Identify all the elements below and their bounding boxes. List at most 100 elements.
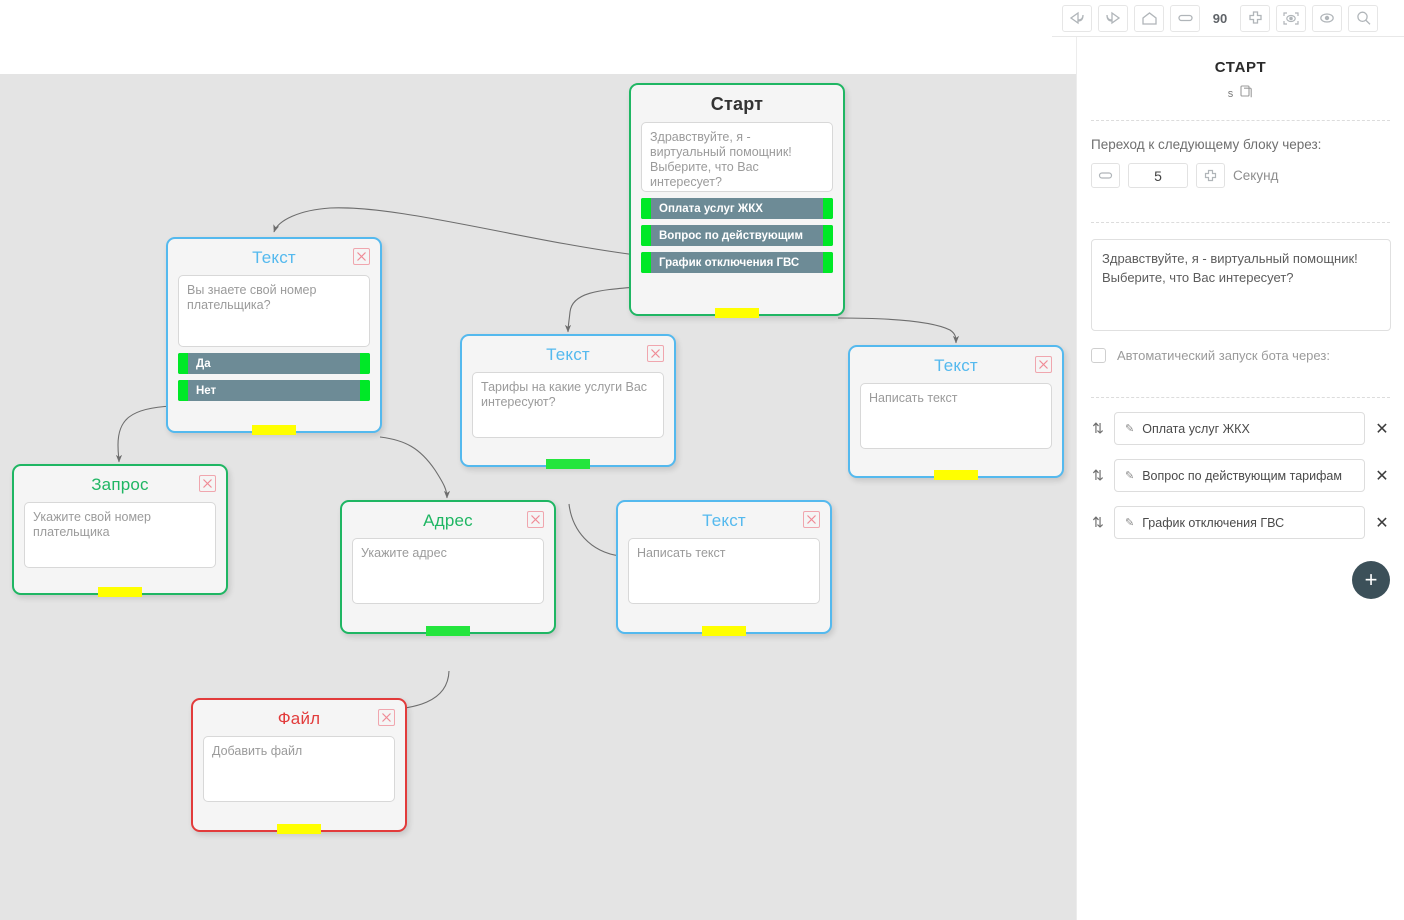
node-close-icon[interactable]: [378, 709, 395, 726]
node-text-field[interactable]: Добавить файл: [203, 736, 395, 802]
divider-1: [1091, 120, 1390, 121]
pencil-icon: ✎: [1125, 470, 1135, 482]
zoom-in-icon[interactable]: [1240, 4, 1270, 32]
node-option-button[interactable]: Да: [178, 353, 370, 374]
undo-icon[interactable]: [1062, 4, 1092, 32]
fit-to-screen-icon[interactable]: [1276, 4, 1306, 32]
divider-2: [1091, 222, 1390, 223]
node-close-icon[interactable]: [353, 248, 370, 265]
option-row: ⇅ ✎ Вопрос по действующим тарифам ✕: [1091, 459, 1390, 492]
node-option-button[interactable]: Оплата услуг ЖКХ: [641, 198, 833, 219]
panel-subtitle: s: [1091, 76, 1390, 102]
node-title: Запрос: [91, 475, 149, 494]
node-close-icon[interactable]: [647, 345, 664, 362]
node-output-port[interactable]: [934, 470, 978, 480]
node-title: Текст: [252, 248, 296, 267]
option-delete-icon[interactable]: ✕: [1375, 514, 1389, 532]
node-option-label: Оплата услуг ЖКХ: [659, 202, 763, 215]
node-output-port[interactable]: [98, 587, 142, 597]
node-output-port[interactable]: [426, 626, 470, 636]
node-title: Адрес: [423, 511, 473, 530]
node-title: Старт: [710, 94, 764, 114]
preview-eye-icon[interactable]: [1312, 4, 1342, 32]
delay-label: Переход к следующему блоку через:: [1091, 137, 1322, 152]
add-option-row: +: [1091, 539, 1390, 599]
redo-icon[interactable]: [1098, 4, 1128, 32]
node-close-icon[interactable]: [527, 511, 544, 528]
node-text-field[interactable]: Укажите свой номер плательщика: [24, 502, 216, 568]
option-label: Оплата услуг ЖКХ: [1142, 421, 1250, 436]
node-option-button[interactable]: График отключения ГВС: [641, 252, 833, 273]
zoom-level: 90: [1212, 10, 1228, 26]
option-row: ⇅ ✎ Оплата услуг ЖКХ ✕: [1091, 412, 1390, 445]
node-close-icon[interactable]: [1035, 356, 1052, 373]
node-option-button[interactable]: Нет: [178, 380, 370, 401]
divider-3: [1091, 397, 1390, 398]
option-delete-icon[interactable]: ✕: [1375, 420, 1389, 438]
node-text-field[interactable]: Написать текст: [860, 383, 1052, 449]
node-option-label: Да: [196, 357, 211, 370]
node-title: Файл: [277, 709, 321, 728]
option-label: Вопрос по действующим тарифам: [1142, 468, 1342, 483]
panel-title: СТАРТ: [1214, 59, 1267, 76]
autostart-row[interactable]: Автоматический запуск бота через:: [1091, 331, 1390, 379]
node-output-port[interactable]: [252, 425, 296, 435]
autostart-checkbox[interactable]: [1091, 348, 1106, 363]
node-close-icon[interactable]: [199, 475, 216, 492]
node-option-label: Нет: [196, 384, 217, 397]
search-icon[interactable]: [1348, 4, 1378, 32]
node-text-field[interactable]: Здравствуйте, я - виртуальный помощник! …: [641, 122, 833, 192]
canvas-top-strip: [0, 37, 1076, 74]
node-text-field[interactable]: Укажите адрес: [352, 538, 544, 604]
zoom-out-icon[interactable]: [1170, 4, 1200, 32]
node-title: Текст: [702, 511, 746, 530]
option-label: График отключения ГВС: [1142, 515, 1285, 530]
autostart-label: Автоматический запуск бота через:: [1117, 348, 1330, 363]
reorder-handle-icon[interactable]: ⇅: [1092, 420, 1104, 436]
node-option-label: График отключения ГВС: [659, 256, 800, 269]
option-delete-icon[interactable]: ✕: [1375, 467, 1389, 485]
node-title: Текст: [546, 345, 590, 364]
delay-increment-button[interactable]: [1196, 163, 1225, 188]
button-option-list: ⇅ ✎ Оплата услуг ЖКХ ✕ ⇅ ✎ Вопрос по действующ…: [1091, 412, 1390, 539]
node-output-port[interactable]: [546, 459, 590, 469]
node-text-field[interactable]: Тарифы на какие услуги Вас интересуют?: [472, 372, 664, 438]
delay-stepper: 5 Секунд: [1091, 163, 1390, 204]
flow-node-text-payer-number[interactable]: Текст Вы знаете свой номер плательщика? Да…: [166, 237, 382, 435]
node-output-port[interactable]: [715, 308, 759, 318]
node-title: Текст: [934, 356, 978, 375]
node-close-icon[interactable]: [803, 511, 820, 528]
option-input[interactable]: ✎ Вопрос по действующим тарифам: [1114, 459, 1365, 492]
delay-decrement-button[interactable]: [1091, 163, 1120, 188]
home-icon[interactable]: [1134, 4, 1164, 32]
node-text-field[interactable]: Вы знаете свой номер плательщика?: [178, 275, 370, 347]
message-textarea[interactable]: Здравствуйте, я - виртуальный помощник! …: [1091, 239, 1391, 331]
delay-value-input[interactable]: 5: [1128, 163, 1188, 188]
option-input[interactable]: ✎ График отключения ГВС: [1114, 506, 1365, 539]
node-option-button[interactable]: Вопрос по действующим: [641, 225, 833, 246]
canvas-toolbar: 90: [1052, 0, 1404, 37]
option-input[interactable]: ✎ Оплата услуг ЖКХ: [1114, 412, 1365, 445]
add-option-button[interactable]: +: [1352, 561, 1390, 599]
pencil-icon: ✎: [1125, 423, 1135, 435]
reorder-handle-icon[interactable]: ⇅: [1092, 467, 1104, 483]
node-output-port[interactable]: [277, 824, 321, 834]
panel-sub-text: s: [1227, 87, 1234, 100]
node-text-field[interactable]: Написать текст: [628, 538, 820, 604]
reorder-handle-icon[interactable]: ⇅: [1092, 514, 1104, 530]
option-row: ⇅ ✎ График отключения ГВС ✕: [1091, 506, 1390, 539]
node-option-label: Вопрос по действующим: [659, 229, 804, 242]
copy-icon[interactable]: [1240, 85, 1253, 102]
pencil-icon: ✎: [1125, 517, 1135, 529]
delay-unit-label: Секунд: [1233, 168, 1279, 183]
node-output-port[interactable]: [702, 626, 746, 636]
